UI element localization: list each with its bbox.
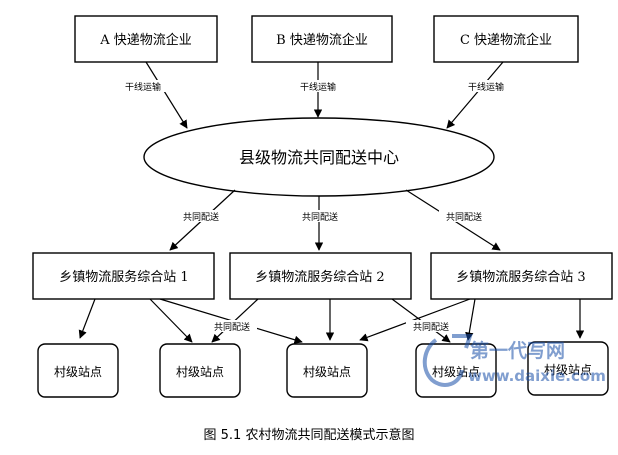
village-node-2: 村级站点 [159,343,241,398]
diagram-canvas: A 快递物流企业 B 快递物流企业 C 快递物流企业 干线运输 干线运输 干线运… [32,15,613,398]
company-node-a: A 快递物流企业 [74,15,218,63]
company-node-b: B 快递物流企业 [251,15,393,63]
station-node-3: 乡镇物流服务综合站 3 [430,252,613,300]
edge-a-to-center [145,61,188,129]
village-node-3: 村级站点 [286,343,368,398]
village-label-5: 村级站点 [544,363,592,377]
watermark: 第一代写网 www.daixie.com [422,334,606,387]
watermark-logo-icon [422,334,473,387]
village-node-5: 村级站点 [527,341,609,396]
village-node-1: 村级站点 [37,343,119,398]
joint-label-2: 共同配送 [302,211,338,223]
station-label-1: 乡镇物流服务综合站 1 [59,269,188,285]
county-center-label: 县级物流共同配送中心 [239,148,399,167]
edge-c-to-center [446,61,504,129]
station-node-2: 乡镇物流服务综合站 2 [229,252,412,300]
edge-station-3-to-village-3 [359,298,471,342]
figure-caption: 图 5.1 农村物流共同配送模式示意图 [203,428,415,443]
company-label-c: C 快递物流企业 [460,32,552,48]
village-label-2: 村级站点 [176,365,224,379]
trunk-label-b: 干线运输 [300,81,336,93]
joint-label-4: 共同配送 [214,321,250,333]
village-label-1: 村级站点 [54,365,102,379]
village-label-3: 村级站点 [303,365,351,379]
joint-label-3: 共同配送 [446,211,482,223]
company-node-c: C 快递物流企业 [433,15,579,63]
company-label-a: A 快递物流企业 [99,32,192,48]
station-label-2: 乡镇物流服务综合站 2 [255,269,384,285]
trunk-label-c: 干线运输 [468,81,504,93]
trunk-label-a: 干线运输 [125,81,161,93]
station-label-3: 乡镇物流服务综合站 3 [456,269,585,285]
watermark-brand: 第一代写网 [470,339,565,362]
joint-label-1: 共同配送 [183,211,219,223]
company-label-b: B 快递物流企业 [276,32,368,48]
village-label-4: 村级站点 [432,365,480,379]
joint-label-5: 共同配送 [413,321,449,333]
county-center-node: 县级物流共同配送中心 [143,117,495,197]
station-node-1: 乡镇物流服务综合站 1 [32,252,215,300]
edge-station-3-to-village-4 [465,298,476,341]
watermark-url: www.daixie.com [468,367,606,385]
edge-station-1-to-village-1 [78,298,96,339]
edge-station-1-to-village-2 [149,298,193,343]
